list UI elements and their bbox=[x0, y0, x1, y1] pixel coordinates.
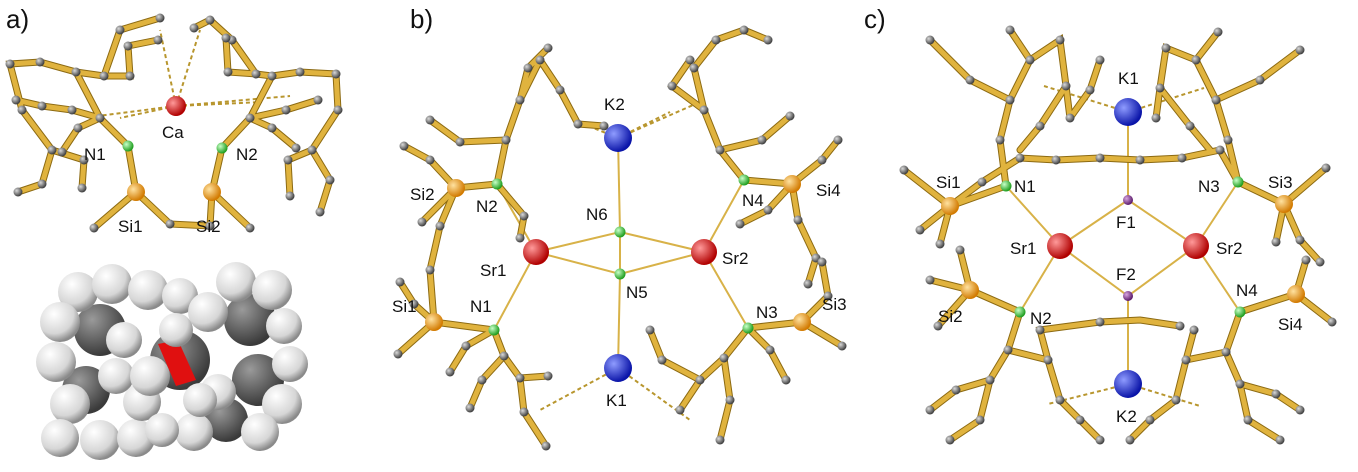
n5-atom-b bbox=[614, 268, 626, 280]
sr2-label-c: Sr2 bbox=[1216, 239, 1242, 258]
si3-label-b: Si3 bbox=[822, 295, 847, 314]
n3-label-c: N3 bbox=[1198, 177, 1220, 196]
panel-c-atom-labels: K1 K2 F1 F2 Sr1 Sr2 N1 N2 N3 N4 Si1 Si2 … bbox=[936, 69, 1303, 426]
k2-atom-b bbox=[604, 124, 632, 152]
panel-a-ball-and-stick: Ca N1 N2 Si1 Si2 bbox=[5, 13, 343, 236]
si1-label-b: Si1 bbox=[392, 297, 417, 316]
panel-a-label: a) bbox=[6, 4, 29, 34]
k2-atom-c bbox=[1114, 370, 1142, 398]
sr1-label-c: Sr1 bbox=[1010, 239, 1036, 258]
si4-label-b: Si4 bbox=[816, 181, 841, 200]
si4-label-c: Si4 bbox=[1278, 315, 1303, 334]
sr1-label-b: Sr1 bbox=[480, 261, 506, 280]
si4-atom-c bbox=[1287, 285, 1305, 303]
panel-a-calcium-core bbox=[158, 340, 196, 386]
f1-label-c: F1 bbox=[1116, 213, 1136, 232]
si2-atom-c bbox=[961, 281, 979, 299]
si3-atom-c bbox=[1275, 195, 1293, 213]
n2-atom-b bbox=[491, 178, 503, 190]
n2-atom bbox=[216, 142, 228, 154]
n6-label-b: N6 bbox=[586, 205, 608, 224]
n2-label-c: N2 bbox=[1030, 309, 1052, 328]
sr1-atom-b bbox=[523, 239, 549, 265]
n6-atom-b bbox=[614, 226, 626, 238]
n5-label-b: N5 bbox=[626, 283, 648, 302]
f1-atom-c bbox=[1123, 195, 1133, 205]
si1-label: Si1 bbox=[118, 217, 143, 236]
panel-a-space-filling-model bbox=[36, 262, 308, 460]
panel-a: a) bbox=[5, 4, 343, 460]
n3-atom-b bbox=[742, 322, 754, 334]
n1-label: N1 bbox=[84, 145, 106, 164]
si1-atom bbox=[127, 183, 145, 201]
si2-atom-b bbox=[447, 179, 465, 197]
panel-c-carbon-atoms bbox=[899, 25, 1337, 445]
k1-label-c: K1 bbox=[1118, 69, 1139, 88]
f2-label-c: F2 bbox=[1116, 265, 1136, 284]
panel-a-atom-labels: Ca N1 N2 Si1 Si2 bbox=[84, 123, 258, 236]
k2-label-b: K2 bbox=[604, 95, 625, 114]
k1-atom-b bbox=[604, 354, 632, 382]
panel-b-carbon-atoms bbox=[393, 25, 847, 451]
k1-label-b: K1 bbox=[606, 391, 627, 410]
panel-b: b) bbox=[392, 4, 847, 451]
n4-label-c: N4 bbox=[1236, 281, 1258, 300]
n4-atom-b bbox=[738, 174, 750, 186]
n2-atom-c bbox=[1014, 306, 1026, 318]
si1-atom-c bbox=[941, 197, 959, 215]
si3-atom-b bbox=[793, 313, 811, 331]
si1-label-c: Si1 bbox=[936, 173, 961, 192]
n4-atom-c bbox=[1234, 306, 1246, 318]
si2-label: Si2 bbox=[196, 217, 221, 236]
si2-label-c: Si2 bbox=[938, 307, 963, 326]
sr2-label-b: Sr2 bbox=[722, 249, 748, 268]
panel-c: c) bbox=[864, 4, 1337, 445]
n1-label-b: N1 bbox=[470, 297, 492, 316]
panel-a-carbon-atoms bbox=[5, 13, 343, 233]
panel-c-label: c) bbox=[864, 4, 886, 34]
n3-label-b: N3 bbox=[756, 303, 778, 322]
k2-label-c: K2 bbox=[1116, 407, 1137, 426]
n1-atom-b bbox=[488, 324, 500, 336]
sr2-atom-c bbox=[1183, 233, 1209, 259]
sr1-atom-c bbox=[1047, 233, 1073, 259]
si2-label-b: Si2 bbox=[410, 185, 435, 204]
n3-atom-c bbox=[1232, 176, 1244, 188]
n1-label-c: N1 bbox=[1014, 177, 1036, 196]
si1-atom-b bbox=[425, 313, 443, 331]
panel-b-label: b) bbox=[410, 4, 433, 34]
n2-label: N2 bbox=[236, 145, 258, 164]
si4-atom-b bbox=[783, 175, 801, 193]
n4-label-b: N4 bbox=[742, 191, 764, 210]
f2-atom-c bbox=[1123, 291, 1133, 301]
panel-b-atom-labels: K2 K1 N6 N5 Sr1 Sr2 N2 N4 N1 N3 Si2 Si1 … bbox=[392, 95, 847, 410]
ca-label: Ca bbox=[162, 123, 184, 142]
k1-atom-c bbox=[1114, 98, 1142, 126]
n2-label-b: N2 bbox=[476, 197, 498, 216]
si3-label-c: Si3 bbox=[1268, 173, 1293, 192]
si2-atom bbox=[203, 183, 221, 201]
n1-atom bbox=[122, 140, 134, 152]
sr2-atom-b bbox=[691, 239, 717, 265]
n1-atom-c bbox=[1000, 180, 1012, 192]
ca-atom bbox=[166, 96, 186, 116]
